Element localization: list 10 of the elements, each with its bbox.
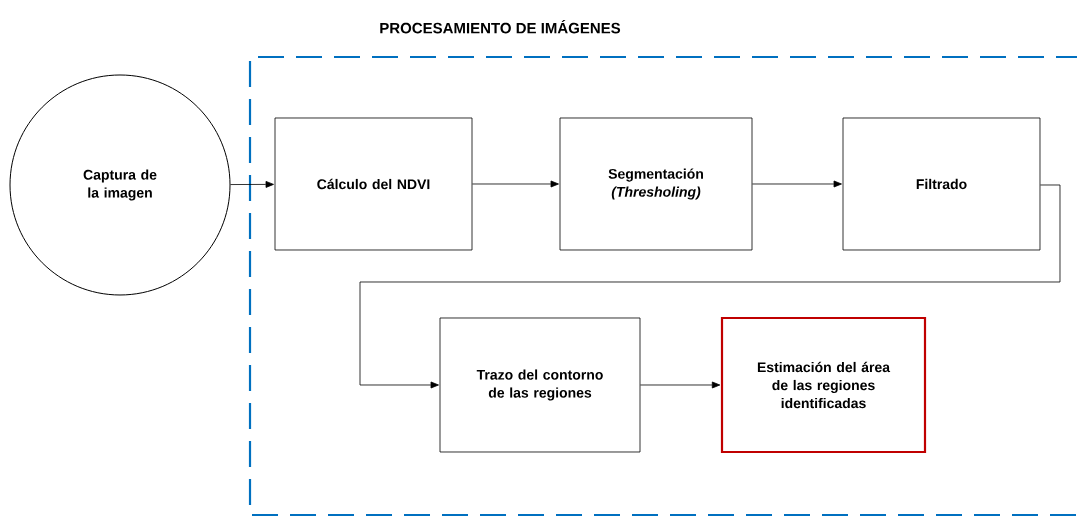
process-box: Segmentación (Thresholing) xyxy=(559,117,753,251)
arrow xyxy=(359,184,1061,389)
arrow xyxy=(472,180,559,188)
process-box: Estimación del área de las regiones identificadas xyxy=(720,316,927,454)
process-box: Filtrado xyxy=(842,117,1041,251)
arrow xyxy=(752,180,842,188)
process-box: Trazo del contorno de las regiones xyxy=(439,317,641,453)
process-box: Cálculo del NDVI xyxy=(274,117,473,251)
arrow xyxy=(640,381,721,389)
arrow xyxy=(230,181,274,188)
